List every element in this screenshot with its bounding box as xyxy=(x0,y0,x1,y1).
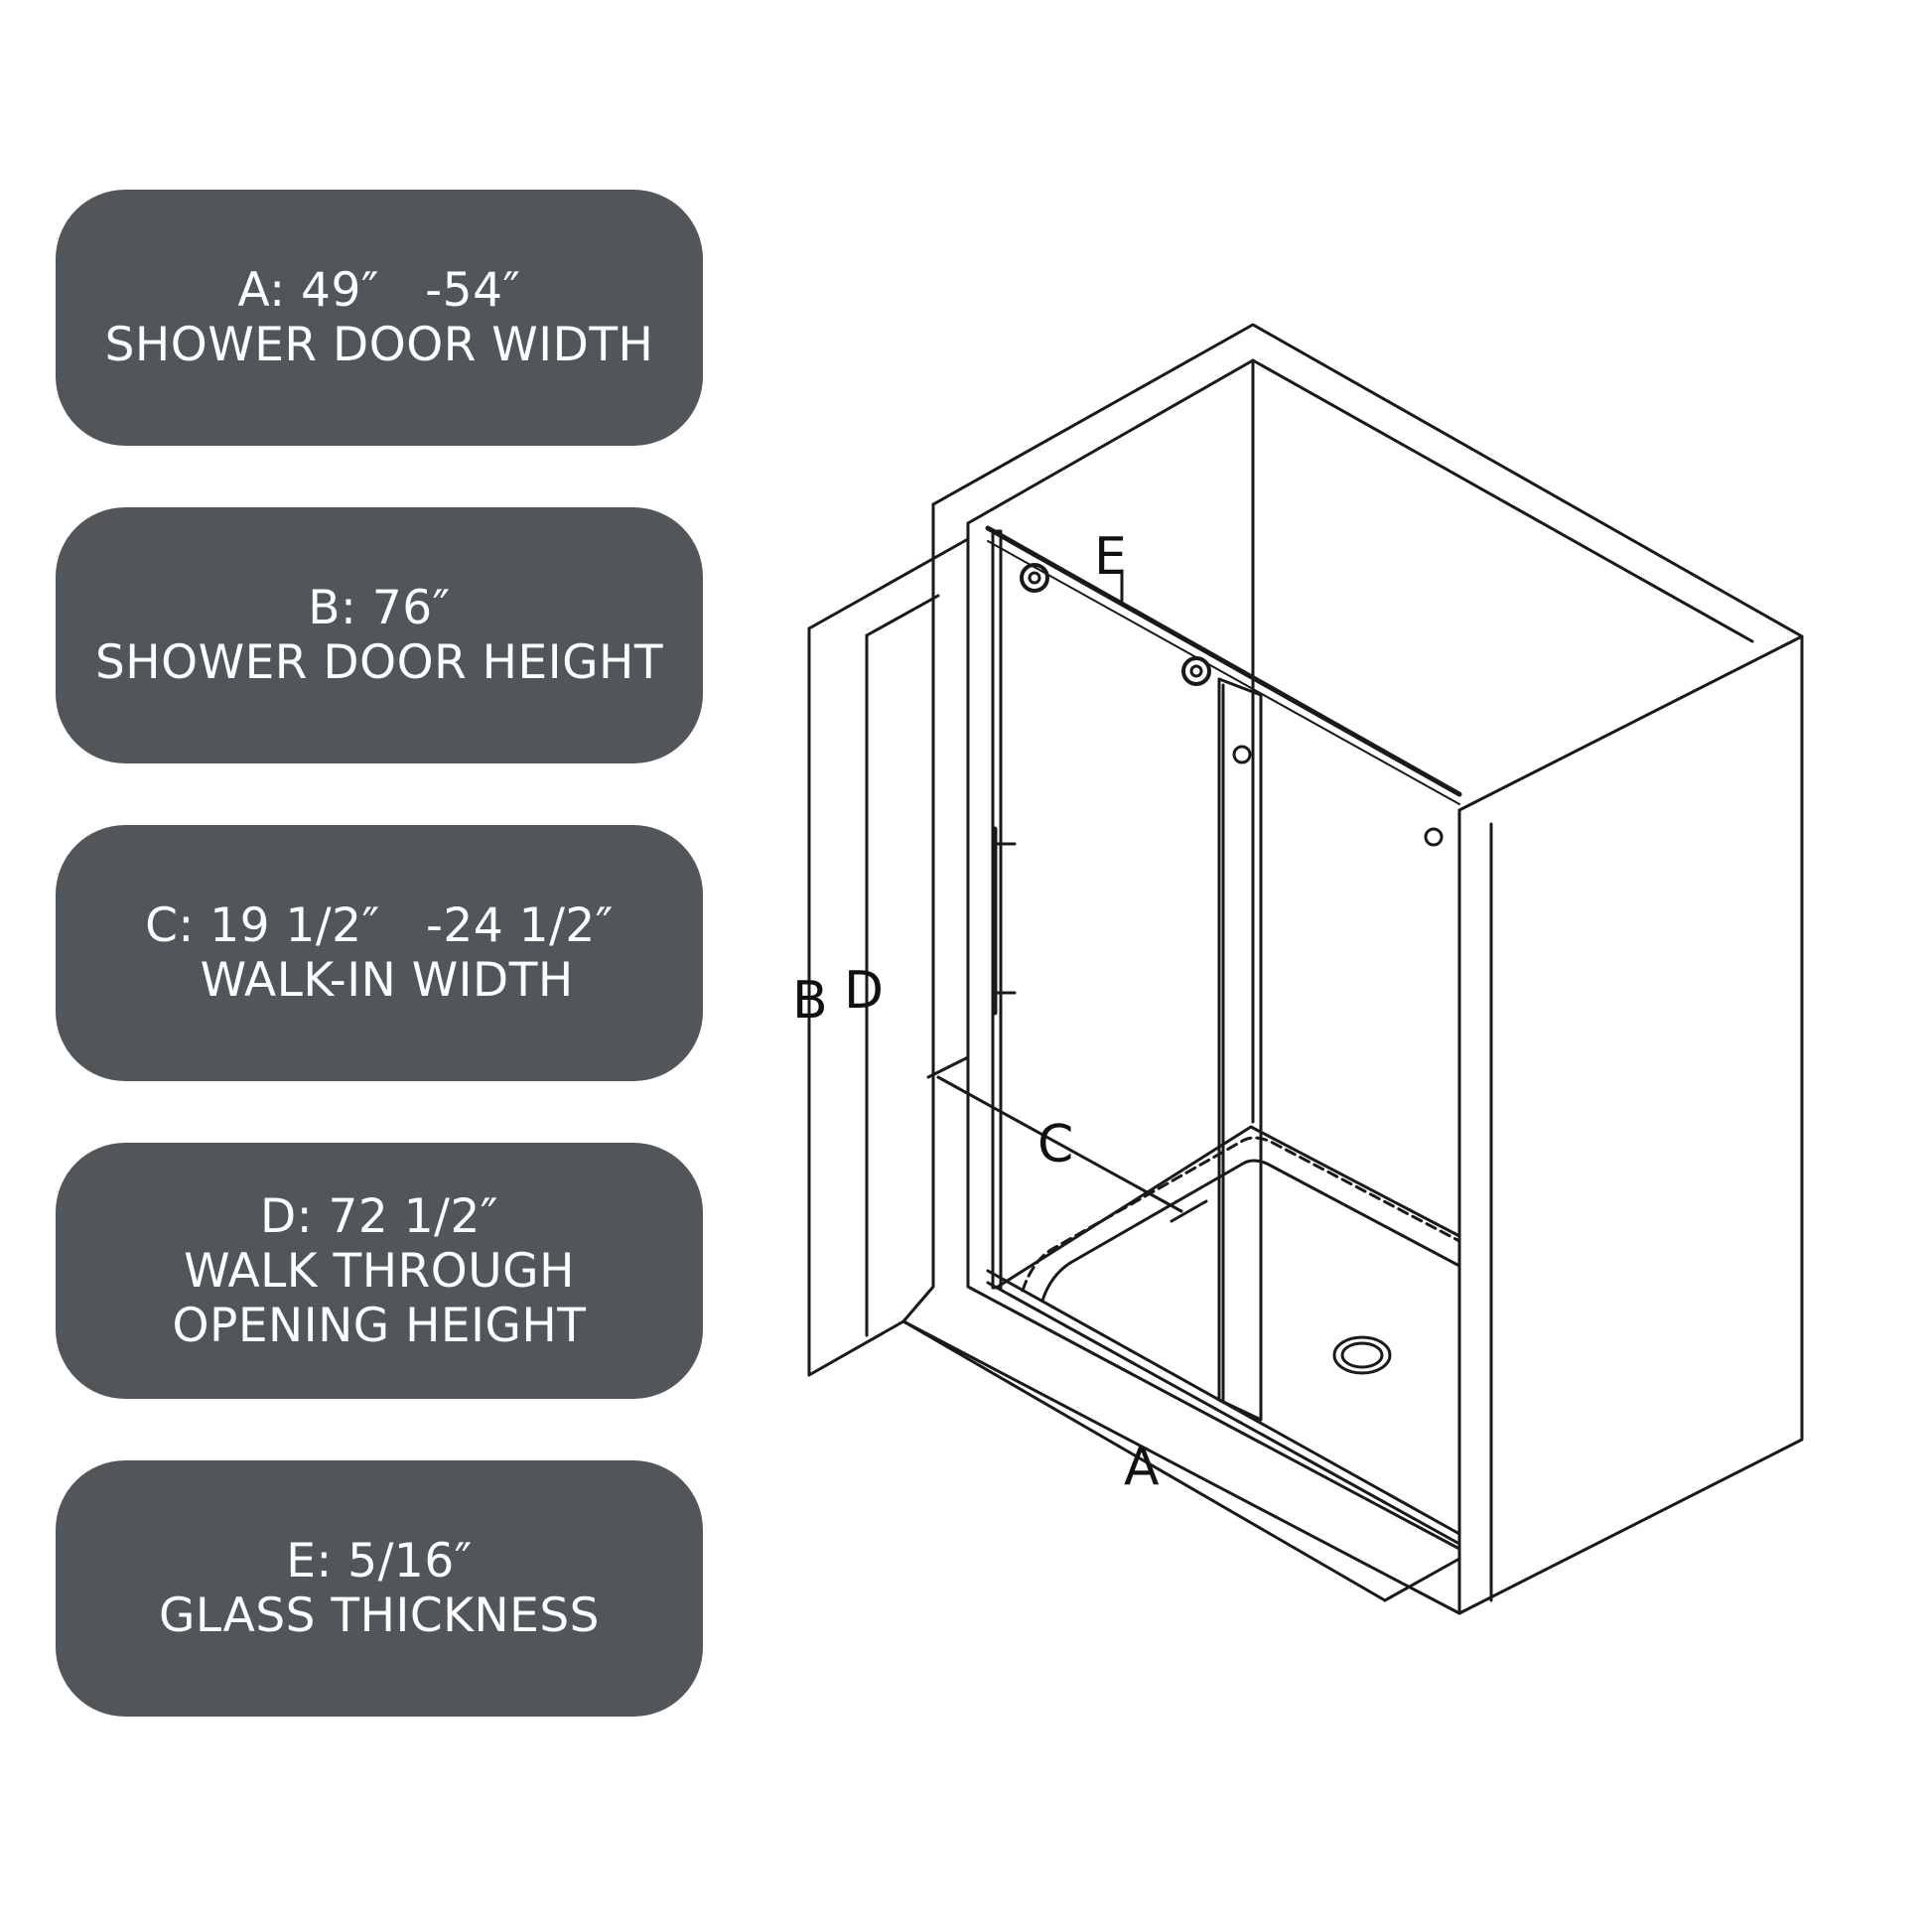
inner-back-wall xyxy=(966,358,1754,643)
enclosure-top-edge xyxy=(931,323,1804,812)
roller-2 xyxy=(1181,656,1211,686)
spec-b-label: SHOWER DOOR HEIGHT xyxy=(94,635,664,690)
spec-d-value: D: 72 1/2″ xyxy=(260,1188,498,1244)
spec-c-value: C: 19 1/2″ -24 1/2″ xyxy=(145,898,614,953)
spec-card-a: A: 49″ -54″ SHOWER DOOR WIDTH xyxy=(56,190,703,446)
roller-1 xyxy=(1020,563,1049,593)
spec-d-label-2: OPENING HEIGHT xyxy=(172,1298,587,1353)
enclosure-left-wall xyxy=(901,502,935,1323)
dim-label-b: B xyxy=(792,971,828,1031)
dim-label-c: C xyxy=(1037,1115,1073,1174)
spec-e-value: E: 5/16″ xyxy=(286,1534,473,1588)
enclosure-base xyxy=(901,1319,1461,1615)
spec-card-b: B: 76″ SHOWER DOOR HEIGHT xyxy=(56,507,703,763)
drain xyxy=(1332,1335,1392,1375)
spec-c-label: WALK-IN WIDTH xyxy=(185,953,574,1008)
dim-label-e: E xyxy=(1094,527,1127,587)
spec-b-value: B: 76″ xyxy=(308,581,451,635)
spec-d-label: WALK THROUGH xyxy=(184,1243,575,1299)
sliding-door xyxy=(1217,677,1263,1422)
sliding-rail xyxy=(985,525,1462,797)
spec-a-value: A: 49″ -54″ xyxy=(237,263,521,318)
dim-label-d: D xyxy=(844,961,884,1021)
spec-e-label: GLASS THICKNESS xyxy=(158,1588,601,1643)
spec-card-e: E: 5/16″ GLASS THICKNESS xyxy=(56,1460,703,1717)
dim-label-a: A xyxy=(1124,1438,1160,1497)
dim-c-line xyxy=(936,1075,1183,1213)
spec-a-label: SHOWER DOOR WIDTH xyxy=(104,318,654,372)
dim-a-line xyxy=(901,1319,1387,1602)
spec-card-c: C: 19 1/2″ -24 1/2″ WALK-IN WIDTH xyxy=(56,825,703,1081)
spec-card-d: D: 72 1/2″ WALK THROUGH OPENING HEIGHT xyxy=(56,1143,703,1399)
